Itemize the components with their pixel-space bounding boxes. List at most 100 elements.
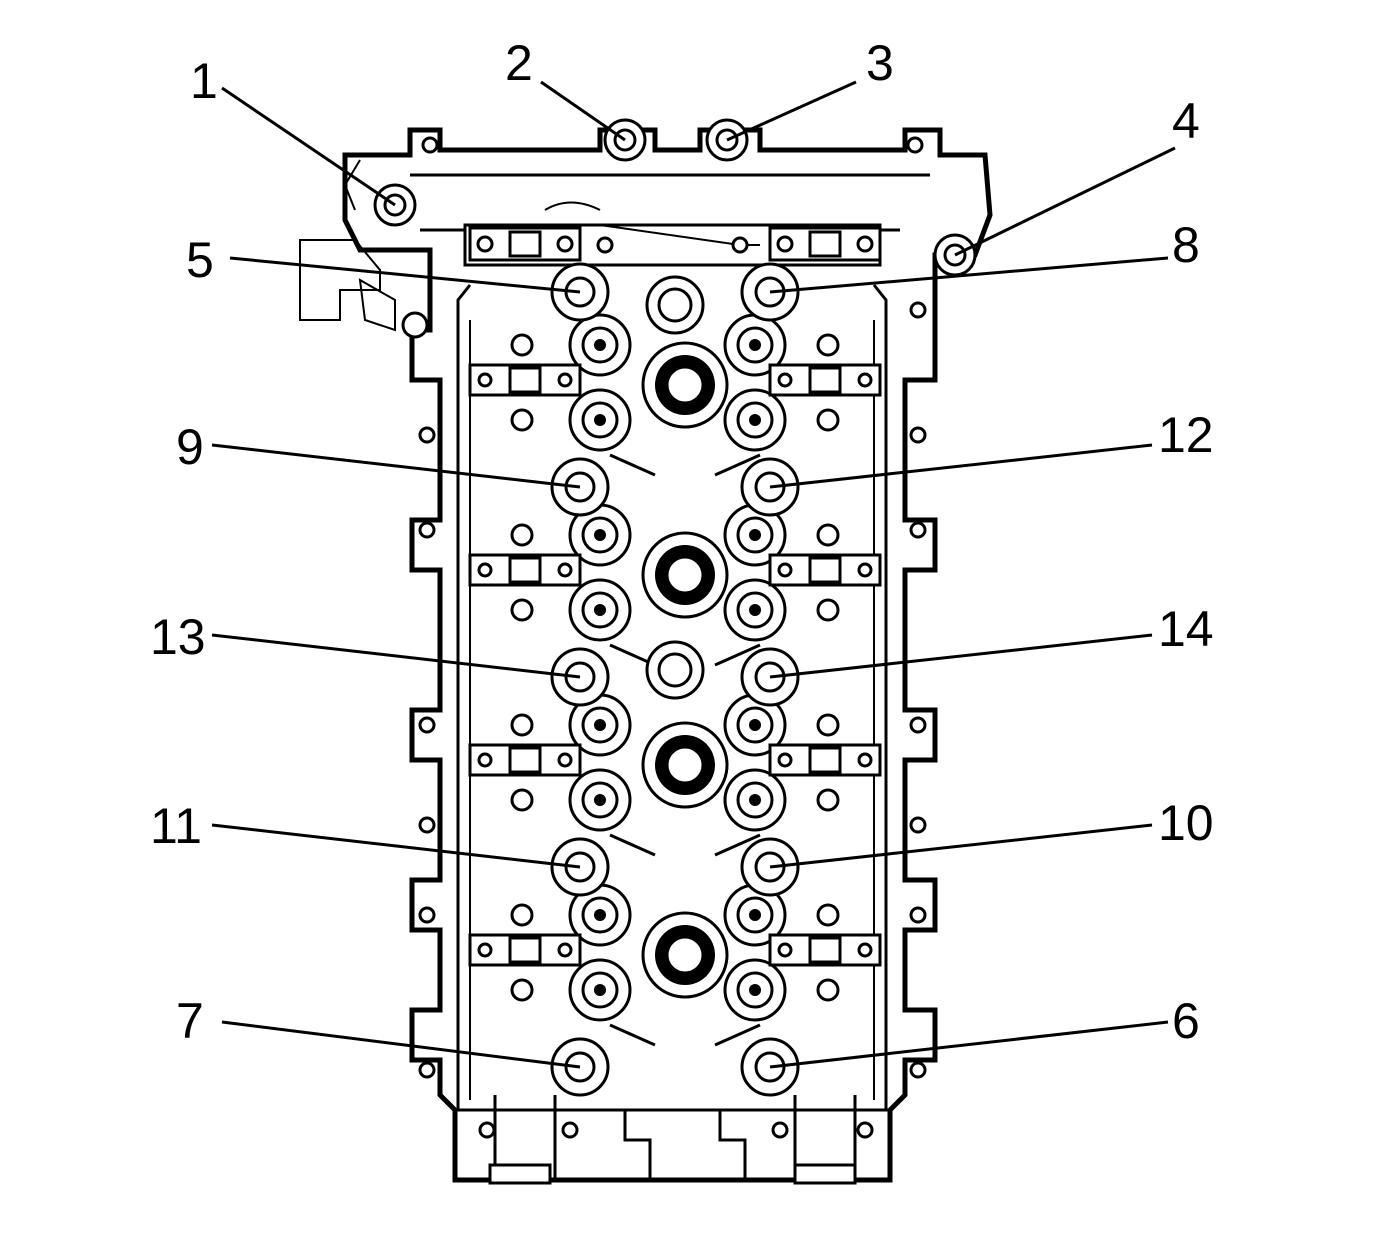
leader-line-2 bbox=[540, 80, 626, 142]
mounting-hole bbox=[906, 136, 924, 154]
valve-boss-hole bbox=[594, 604, 606, 616]
valve-boss-hole bbox=[749, 339, 761, 351]
mounting-hole bbox=[909, 521, 927, 539]
cam-cap-bolt bbox=[857, 752, 873, 768]
valve-boss-hole bbox=[749, 794, 761, 806]
rib bbox=[609, 1023, 761, 1047]
valve-boss-hole bbox=[594, 529, 606, 541]
valve-boss-hole bbox=[594, 909, 606, 921]
mounting-hole bbox=[478, 1121, 496, 1139]
callout-3: 3 bbox=[866, 35, 894, 91]
callout-labels: 1 2 3 4 5 8 9 12 13 14 11 10 7 6 bbox=[150, 35, 1214, 1049]
cam-cap-bolt bbox=[556, 235, 574, 253]
cam-cap-bolt bbox=[777, 942, 793, 958]
callout-2: 2 bbox=[505, 35, 533, 91]
cam-cap-bolt bbox=[777, 752, 793, 768]
spark-plug-bore bbox=[665, 745, 705, 785]
lash-boss bbox=[816, 713, 840, 737]
valve-boss-hole bbox=[749, 604, 761, 616]
leader-line-9 bbox=[211, 443, 581, 489]
mid-boss-inner bbox=[657, 652, 693, 688]
callout-1: 1 bbox=[190, 53, 218, 109]
mounting-hole bbox=[909, 716, 927, 734]
cam-cap-bolt bbox=[777, 562, 793, 578]
valve-boss-hole bbox=[749, 529, 761, 541]
valve-boss-hole bbox=[594, 414, 606, 426]
cam-journal-row bbox=[468, 503, 882, 667]
callout-10: 10 bbox=[1158, 795, 1214, 851]
mounting-hole bbox=[909, 1061, 927, 1079]
callout-6: 6 bbox=[1172, 993, 1200, 1049]
cam-cap-bolt bbox=[557, 562, 573, 578]
lash-boss bbox=[816, 598, 840, 622]
mounting-hole bbox=[856, 1121, 874, 1139]
cam-cap-slot bbox=[808, 366, 842, 394]
lash-boss bbox=[510, 598, 534, 622]
mounting-hole bbox=[909, 426, 927, 444]
mounting-hole bbox=[909, 816, 927, 834]
lash-boss bbox=[510, 408, 534, 432]
cam-cap-slot bbox=[508, 230, 542, 258]
leader-line-11 bbox=[211, 823, 581, 869]
lash-boss bbox=[816, 408, 840, 432]
cam-journal-row bbox=[468, 313, 882, 477]
valve-boss-hole bbox=[594, 794, 606, 806]
mounting-hole bbox=[418, 426, 436, 444]
cam-cap-bolt bbox=[857, 942, 873, 958]
cam-cap-slot bbox=[808, 556, 842, 584]
cam-cap-slot bbox=[808, 230, 842, 258]
cam-cap-bolt bbox=[857, 372, 873, 388]
cam-cap-bolt bbox=[557, 942, 573, 958]
mounting-hole bbox=[909, 301, 927, 319]
lash-boss bbox=[510, 713, 534, 737]
valve-boss-hole bbox=[594, 339, 606, 351]
callout-5: 5 bbox=[186, 232, 214, 288]
leader-line-7 bbox=[221, 1020, 581, 1069]
lash-boss bbox=[816, 978, 840, 1002]
spark-plug-bore bbox=[665, 365, 705, 405]
valve-boss-hole bbox=[749, 414, 761, 426]
front-boss-inner bbox=[657, 287, 693, 323]
cam-cap-bolt bbox=[476, 235, 494, 253]
rib bbox=[609, 453, 761, 477]
cam-cap-bolt bbox=[557, 752, 573, 768]
leader-line-10 bbox=[769, 823, 1153, 869]
mounting-hole bbox=[418, 716, 436, 734]
cam-journal-row bbox=[468, 693, 882, 857]
cam-cap-bolt bbox=[477, 372, 493, 388]
cam-cap-bolt bbox=[557, 372, 573, 388]
callout-8: 8 bbox=[1172, 217, 1200, 273]
mounting-hole bbox=[561, 1121, 579, 1139]
mounting-hole bbox=[596, 236, 614, 254]
mounting-hole bbox=[418, 906, 436, 924]
leader-lines bbox=[211, 80, 1176, 1069]
cam-cap-bolt bbox=[857, 562, 873, 578]
cam-cap-bolt bbox=[777, 372, 793, 388]
valve-boss-hole bbox=[749, 719, 761, 731]
mounting-hole bbox=[421, 136, 439, 154]
callout-7: 7 bbox=[176, 993, 204, 1049]
cam-cap-slot bbox=[508, 936, 542, 964]
cam-cap-bolt bbox=[477, 942, 493, 958]
lash-boss bbox=[510, 333, 534, 357]
valve-boss-hole bbox=[749, 984, 761, 996]
cam-cap-slot bbox=[508, 556, 542, 584]
mounting-holes bbox=[418, 136, 927, 1139]
cam-cap-slot bbox=[808, 936, 842, 964]
lash-boss bbox=[510, 523, 534, 547]
cam-cap-bolt bbox=[477, 752, 493, 768]
cam-cap-bolt bbox=[776, 235, 794, 253]
spark-plug-bore bbox=[665, 935, 705, 975]
mounting-hole bbox=[771, 1121, 789, 1139]
callout-14: 14 bbox=[1158, 601, 1214, 657]
valve-boss-hole bbox=[594, 984, 606, 996]
lash-boss bbox=[816, 333, 840, 357]
head-bolt-center bbox=[943, 243, 967, 267]
leader-line-6 bbox=[769, 1020, 1169, 1069]
cam-cap-bolt bbox=[477, 562, 493, 578]
cam-cap-bolt bbox=[856, 235, 874, 253]
lash-boss bbox=[816, 903, 840, 927]
leader-line-12 bbox=[769, 443, 1153, 489]
lash-boss bbox=[510, 788, 534, 812]
